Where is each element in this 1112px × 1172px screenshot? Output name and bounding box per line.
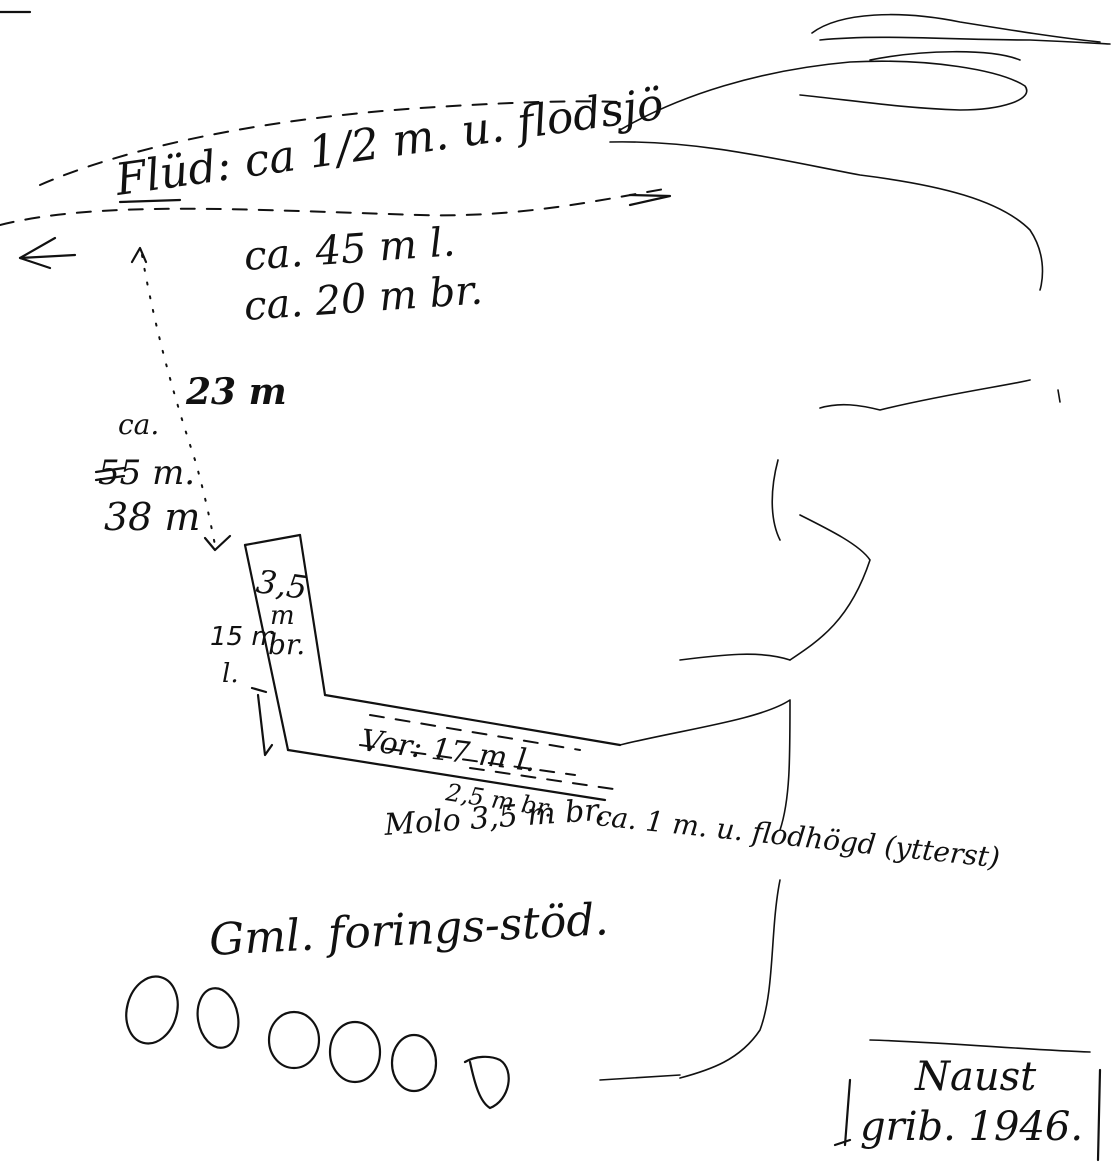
arm-width-unit: m (270, 601, 295, 631)
naust-line2: grib. 1946. (860, 1104, 1083, 1150)
arm-width-num: 3,5 (254, 562, 310, 607)
distance-arrow (130, 246, 232, 552)
molo-height-label: ca. 1 m. u. flodhögd (ytterst) (594, 799, 1001, 874)
arm-length-num: 15 m (210, 622, 277, 652)
distance-ca-label: ca. (118, 408, 159, 441)
river-outline (0, 100, 672, 270)
distance-struck-label: 55 m. (98, 453, 195, 493)
distance-short-label: 23 m (185, 371, 287, 413)
distance-long-label: 38 m (104, 495, 200, 539)
vor-label: Vor: 17 m l. (359, 723, 538, 779)
molo-label: Molo 3,5 m br. (382, 793, 606, 843)
river-label: Flüd: ca 1/2 m. u. flodsjö (111, 79, 666, 207)
strike-through-2 (94, 474, 126, 482)
arm-length-abbr: l. (222, 659, 239, 689)
arm-width-abbr: br. (268, 628, 305, 661)
old-supports-ovals (125, 975, 510, 1110)
shoreline-outline (599, 13, 1111, 1081)
strike-through (94, 466, 126, 474)
naust-box (833, 1039, 1102, 1162)
l-structure (243, 533, 622, 802)
river-label-underline (118, 198, 182, 204)
naust-line1: Naust (914, 1054, 1037, 1100)
old-supports-label: Gml. forings-stöd. (208, 894, 610, 966)
